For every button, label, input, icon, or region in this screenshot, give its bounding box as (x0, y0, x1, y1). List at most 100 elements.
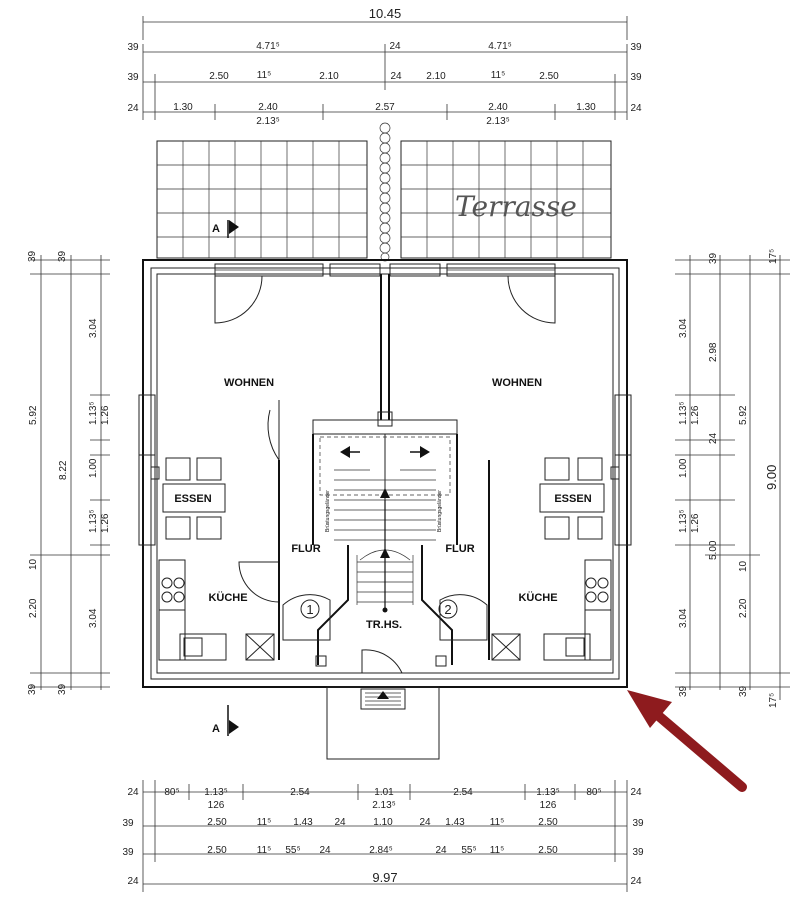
top-dimensions: 10.45 39 4.71⁵ 24 4.71⁵ 39 39 2.50 11⁵ 2… (127, 6, 642, 127)
dim-bottom2-10: 39 (632, 818, 644, 829)
room-label-essen-left: ESSEN (174, 493, 211, 505)
section-marker-bottom: A (212, 705, 239, 736)
dim-left-inner-0: 3.04 (88, 318, 99, 338)
dim-bottom1-2: 1.13⁵ (204, 787, 228, 798)
dim-left-inner-1: 1.13⁵ (88, 401, 99, 425)
dim-top3-sub-0: 2.13⁵ (256, 116, 280, 127)
dim-left-outer-2: 5.92 (28, 405, 39, 425)
room-label-wohnen-left: WOHNEN (224, 377, 274, 389)
dim-top3-0: 24 (127, 103, 139, 114)
stair-core: Brüstungsgeländer Brüstungsgeländer (312, 419, 458, 674)
section-letter-bottom: A (212, 723, 220, 735)
terrace: Terrasse (156, 122, 612, 262)
dim-bottom2-1: 2.50 (207, 817, 227, 828)
dim-bottom2-8: 11⁵ (490, 817, 505, 828)
dim-bottom1-5: 2.54 (453, 787, 473, 798)
dim-bottom2-2: 11⁵ (257, 817, 272, 828)
dim-right-inner-7: 39 (678, 685, 689, 697)
dim-bottom1-7: 80⁵ (586, 787, 601, 798)
dim-left-outer-1: 39 (57, 250, 68, 262)
right-dimensions: 3.04 1.13⁵ 1.26 1.00 1.13⁵ 1.26 3.04 39 … (675, 249, 790, 708)
dim-right-outer-2: 17⁵ (768, 693, 779, 708)
dim-left-inner-6: 2.20 (28, 598, 39, 618)
dim-top2-8: 39 (630, 72, 642, 83)
dim-left-outer-6: 39 (57, 683, 68, 695)
left-dimensions: 39 39 5.92 8.22 10 39 39 3.04 1.13⁵ 1.26… (27, 250, 111, 695)
dim-right-mid-5: 10 (738, 560, 749, 572)
unit-number-1: 1 (306, 602, 313, 617)
dim-top2-7: 2.50 (539, 71, 559, 82)
dim-top2-2: 11⁵ (257, 70, 272, 81)
dim-left-outer-4: 10 (28, 558, 39, 570)
dim-bottom3-0: 39 (122, 847, 134, 858)
terrace-doors (214, 275, 556, 324)
room-label-flur-right: FLUR (445, 543, 474, 555)
dim-bottom2-9: 2.50 (538, 817, 558, 828)
room-label-flur-left: FLUR (291, 543, 320, 555)
dim-top2-5: 2.10 (426, 71, 446, 82)
dim-top2-3: 2.10 (319, 71, 339, 82)
dim-top1-1: 4.71⁵ (256, 41, 280, 52)
unit-number-2: 2 (444, 602, 451, 617)
dim-top1-4: 39 (630, 42, 642, 53)
wc-rooms (282, 594, 488, 641)
dim-top3-3: 2.57 (375, 102, 395, 113)
dining-table-left (162, 457, 226, 540)
dim-right-mid-2: 24 (708, 432, 719, 444)
room-label-treppenhaus: TR.HS. (366, 619, 402, 631)
dim-bottom2-0: 39 (122, 818, 134, 829)
dim-right-outer-1: 9.00 (764, 465, 779, 490)
dim-bottom1-0: 24 (127, 787, 139, 798)
dim-top2-1: 2.50 (209, 71, 229, 82)
dim-bottom1-sub-0: 126 (208, 800, 225, 811)
dim-right-inner-5: 1.26 (690, 513, 701, 533)
dim-bottom2-4: 24 (334, 817, 346, 828)
dim-bottom1-6: 1.13⁵ (536, 787, 560, 798)
dining-table-right (539, 457, 605, 540)
room-label-wohnen-right: WOHNEN (492, 377, 542, 389)
room-label-essen-right: ESSEN (554, 493, 591, 505)
hall-doors (238, 400, 490, 660)
dim-right-mid-0: 39 (708, 252, 719, 264)
kitchen-right (491, 559, 612, 661)
dim-bottom3-10: 39 (632, 847, 644, 858)
terrace-label: Terrasse (455, 190, 577, 223)
dim-bottom3-3: 55⁵ (285, 845, 300, 856)
dim-right-mid-1: 2.98 (708, 342, 719, 362)
dim-top1-2: 24 (389, 41, 401, 52)
section-marker-top: A (212, 220, 239, 238)
dim-bottom1-sub-2: 126 (540, 800, 557, 811)
dim-right-inner-0: 3.04 (678, 318, 689, 338)
dim-right-mid-3: 5.92 (738, 405, 749, 425)
dim-bottom3-6: 24 (435, 845, 447, 856)
dim-bottom1-8: 24 (630, 787, 642, 798)
dim-bottom2-6: 24 (419, 817, 431, 828)
dim-bottom2-5: 1.10 (373, 817, 393, 828)
dim-top3-2: 2.40 (258, 102, 278, 113)
dim-top2-4: 24 (390, 71, 402, 82)
dim-top-overall: 10.45 (369, 6, 402, 21)
dim-left-inner-5: 1.26 (100, 513, 111, 533)
dim-right-inner-3: 1.00 (678, 458, 689, 478)
kitchen-left (158, 559, 275, 661)
dim-top1-3: 4.71⁵ (488, 41, 512, 52)
dim-bottom4-0: 24 (127, 876, 139, 887)
hedge-divider (379, 122, 391, 262)
entrance-porch (326, 686, 440, 760)
dim-bottom4-2: 24 (630, 876, 642, 887)
dim-top1-0: 39 (127, 42, 139, 53)
dim-left-inner-7: 3.04 (88, 608, 99, 628)
dim-bottom3-9: 2.50 (538, 845, 558, 856)
dim-bottom1-1: 80⁵ (164, 787, 179, 798)
stair-note-right: Brüstungsgeländer (437, 490, 443, 532)
dim-right-mid-6: 2.20 (738, 598, 749, 618)
annotation-arrow (627, 690, 747, 792)
dim-right-inner-6: 3.04 (678, 608, 689, 628)
dim-top3-1: 1.30 (173, 102, 193, 113)
dim-bottom3-1: 2.50 (207, 845, 227, 856)
dim-top2-6: 11⁵ (491, 70, 506, 81)
dim-top3-sub-1: 2.13⁵ (486, 116, 510, 127)
dim-right-inner-4: 1.13⁵ (678, 509, 689, 533)
dim-bottom4-1: 9.97 (372, 870, 397, 885)
